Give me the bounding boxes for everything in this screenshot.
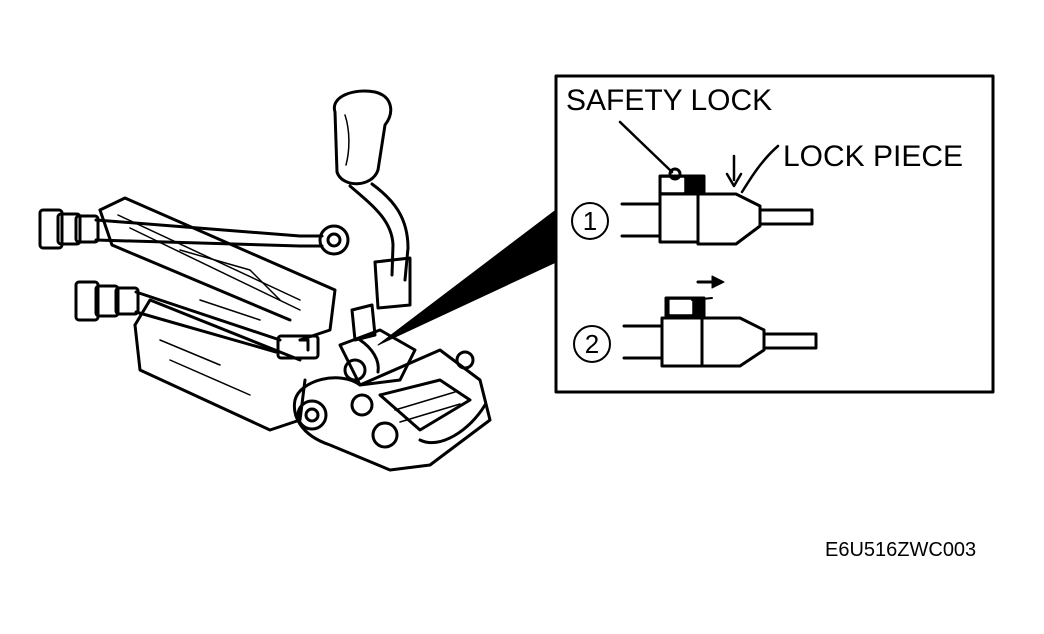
upper-cable <box>38 208 350 256</box>
safety-lock-leader <box>618 120 674 174</box>
connector-state-2 <box>622 275 818 368</box>
lock-piece-label: LOCK PIECE <box>783 140 964 173</box>
shift-lever <box>348 182 410 282</box>
step-1-marker: 1 <box>571 202 609 240</box>
lock-piece-leader <box>740 144 780 194</box>
shift-mechanism <box>38 89 492 472</box>
push-arrow <box>725 154 743 188</box>
shift-knob <box>332 89 393 186</box>
connector-state-1 <box>620 154 814 246</box>
safety-lock-label: SAFETY LOCK <box>566 84 773 117</box>
step-2-marker: 2 <box>573 325 611 363</box>
figure-code: E6U516ZWC003 <box>825 539 977 561</box>
base-plate <box>292 303 492 472</box>
detail-box <box>554 74 995 394</box>
